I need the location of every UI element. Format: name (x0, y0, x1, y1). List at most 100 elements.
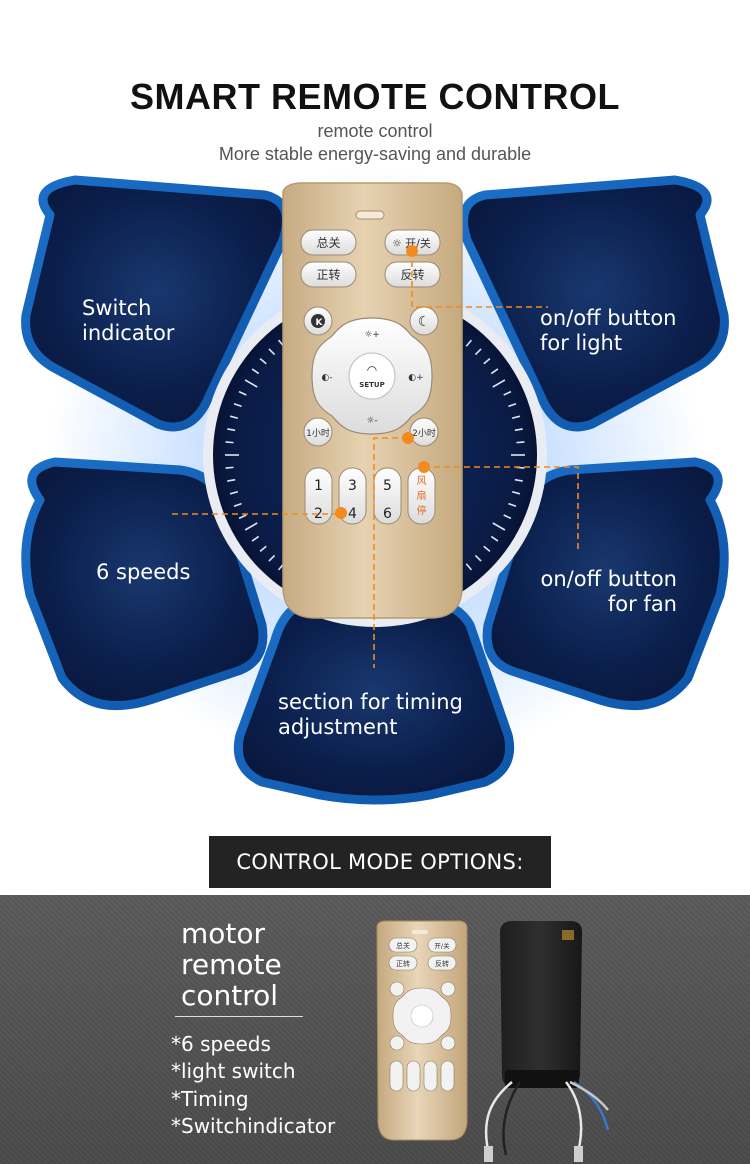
dial-tick (483, 545, 491, 553)
svg-text:2小时: 2小时 (412, 427, 436, 439)
page-tagline: More stable energy-saving and durable (218, 144, 532, 164)
speed-button-1-2[interactable]: 1 2 (304, 467, 333, 525)
dial-tick (514, 478, 523, 482)
callout-light-line2: for light (540, 331, 623, 355)
petal-speeds (21, 457, 268, 711)
control-mode-banner: CONTROL MODE OPTIONS: (209, 836, 551, 888)
dial-tick (503, 514, 512, 520)
svg-text:4: 4 (348, 506, 357, 522)
svg-text:扇: 扇 (417, 489, 427, 502)
color-temp-up-icon: ◐+ (408, 373, 423, 383)
all-off-button[interactable]: 总关 (300, 229, 357, 256)
dial-tick (251, 535, 260, 542)
callout-leaders (172, 251, 579, 668)
petal-fan-button (482, 457, 729, 711)
dial-tick (490, 535, 499, 542)
callout-light-button: on/off button for light (540, 306, 677, 356)
dial-tick (474, 348, 482, 356)
leader-fan (424, 466, 579, 552)
dial-tick (227, 478, 236, 482)
motor-title-line1: motor (181, 917, 266, 950)
svg-text:风: 风 (417, 475, 427, 487)
indicator-led (355, 210, 385, 220)
callout-speeds: 6 speeds (96, 560, 191, 584)
motor-remote-title: motor remote control (181, 918, 282, 1011)
callout-dots (335, 245, 430, 519)
dial-tick (465, 339, 473, 347)
callout-fan-line1: on/off button (540, 567, 678, 591)
dial-tick (503, 390, 512, 396)
dial-tick (508, 502, 517, 508)
feature-item: *6 speeds (171, 1032, 271, 1056)
motor-title-line2: remote (181, 948, 282, 981)
receiver-module (484, 921, 610, 1162)
svg-text:开/关: 开/关 (434, 941, 450, 950)
dial-tick (225, 466, 234, 469)
dial-tick (268, 554, 276, 562)
direction-pad[interactable]: ◠ SETUP ☼+ ☼- ◐- ◐+ (311, 317, 433, 435)
dot-timing (402, 432, 414, 444)
svg-text:反转: 反转 (435, 959, 449, 968)
svg-text:正转: 正转 (396, 959, 410, 968)
light-bulb-icon: ☼ (392, 237, 402, 250)
svg-text:正转: 正转 (316, 267, 340, 282)
dial-tick (238, 390, 247, 396)
night-mode-button[interactable]: ☾ (409, 306, 439, 336)
dial-tick (251, 368, 260, 375)
dot-fan (418, 461, 430, 473)
callout-switch-line1: Switch (82, 296, 152, 320)
svg-text:总关: 总关 (316, 236, 340, 250)
feature-item: *Timing (171, 1087, 249, 1111)
page-title: SMART REMOTE CONTROL (130, 76, 620, 117)
remote-control: 总关 开/关 ☼ 正转 反转 K ☾ ◠ SETUP ☼ (282, 182, 463, 619)
callout-fan-line2: for fan (607, 592, 677, 616)
moon-icon: ☾ (418, 314, 431, 330)
dial-tick (474, 554, 482, 562)
callout-switch-indicator: Switch indicator (82, 296, 174, 346)
svg-text:停: 停 (417, 504, 427, 517)
leader-timing (373, 437, 408, 668)
small-remote: 总关 开/关 正转 反转 (376, 920, 468, 1141)
dial-tick (465, 563, 473, 571)
dial-tick (490, 368, 499, 375)
brightness-down-icon: ☼- (366, 416, 377, 426)
dot-speeds (335, 507, 347, 519)
dial-tick (233, 502, 242, 508)
svg-text:总关: 总关 (396, 941, 410, 950)
dial-tick (514, 428, 523, 432)
svg-text:6: 6 (383, 506, 392, 522)
dial-tick (238, 514, 247, 520)
light-toggle-button[interactable]: 开/关 ☼ (384, 229, 441, 256)
dial-tick (233, 402, 242, 408)
callout-light-line1: on/off button (540, 306, 677, 330)
product-photo: 总关 开/关 正转 反转 (376, 920, 610, 1162)
speed-button-5-6[interactable]: 5 6 (373, 467, 402, 525)
svg-text:1: 1 (314, 478, 323, 494)
svg-text:K: K (316, 318, 324, 328)
petal-light-button (459, 175, 729, 432)
wifi-icon: ◠ (367, 363, 377, 377)
divider (175, 1016, 303, 1017)
dial-tick (259, 545, 267, 553)
dial-tick (511, 490, 521, 495)
leader-light (411, 251, 548, 308)
dial-tick (244, 379, 258, 388)
dial-tick (244, 522, 258, 531)
dial-tick (225, 441, 234, 444)
timer-2h-button[interactable]: 2小时 (409, 417, 439, 447)
svg-text:5: 5 (383, 478, 392, 494)
dial-tick (516, 441, 525, 444)
callout-fan-button: on/off button for fan (516, 567, 678, 617)
dot-light (406, 245, 418, 257)
dial-tick (268, 348, 276, 356)
dial-tick (492, 379, 506, 388)
svg-text:SETUP: SETUP (359, 381, 384, 389)
k-button[interactable]: K (303, 306, 333, 336)
dial-tick (229, 415, 239, 420)
svg-text:3: 3 (348, 478, 357, 494)
forward-button[interactable]: 正转 (300, 261, 357, 288)
brightness-up-icon: ☼+ (364, 330, 380, 340)
fan-stop-button[interactable]: 风 扇 停 (407, 467, 436, 525)
callout-timing-line2: adjustment (278, 715, 398, 739)
timer-1h-button[interactable]: 1小时 (303, 417, 333, 447)
